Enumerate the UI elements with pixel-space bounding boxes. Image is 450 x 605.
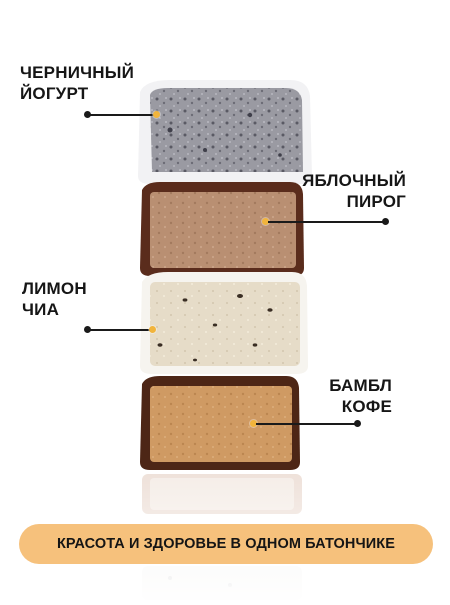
flavor-label-bumble-coffee: БАМБЛ КОФЕ — [329, 375, 392, 417]
promo-banner-text: КРАСОТА И ЗДОРОВЬЕ В ОДНОМ БАТОНЧИКЕ — [56, 536, 396, 552]
pointer-line — [268, 221, 384, 223]
pointer-line — [256, 423, 356, 425]
flavor-label-apple-pie: ЯБЛОЧНЫЙ ПИРОГ — [302, 170, 406, 212]
bar-bumble-coffee — [140, 376, 300, 470]
promo-banner: КРАСОТА И ЗДОРОВЬЕ В ОДНОМ БАТОНЧИКЕ — [19, 524, 433, 564]
flavor-label-line: КОФЕ — [341, 397, 392, 416]
bar-blueberry-yogurt — [138, 80, 312, 184]
pointer-dot — [84, 111, 91, 118]
flavor-label-line: ЙОГУРТ — [20, 84, 89, 103]
flavor-label-lemon-chia: ЛИМОН ЧИА — [22, 278, 87, 320]
pointer-line — [88, 329, 152, 331]
pointer-dot — [354, 420, 361, 427]
flavor-label-line: ЯБЛОЧНЫЙ — [302, 171, 406, 190]
flavor-label-line: ПИРОГ — [346, 192, 406, 211]
pointer-marker — [153, 111, 160, 118]
flavor-label-line: БАМБЛ — [329, 376, 392, 395]
flavor-label-line: ЧЕРНИЧНЫЙ — [20, 63, 135, 82]
flavor-label-blueberry-yogurt: ЧЕРНИЧНЫЙ ЙОГУРТ — [20, 62, 134, 104]
pointer-dot — [382, 218, 389, 225]
pointer-marker — [262, 218, 269, 225]
flavor-label-line: ЧИА — [22, 300, 60, 319]
flavor-label-line: ЛИМОН — [22, 279, 87, 298]
bar-lemon-chia — [140, 272, 308, 374]
bar-apple-pie — [140, 182, 304, 276]
pointer-marker — [149, 326, 156, 333]
pointer-line — [88, 114, 156, 116]
pointer-marker — [250, 420, 257, 427]
pointer-dot — [84, 326, 91, 333]
